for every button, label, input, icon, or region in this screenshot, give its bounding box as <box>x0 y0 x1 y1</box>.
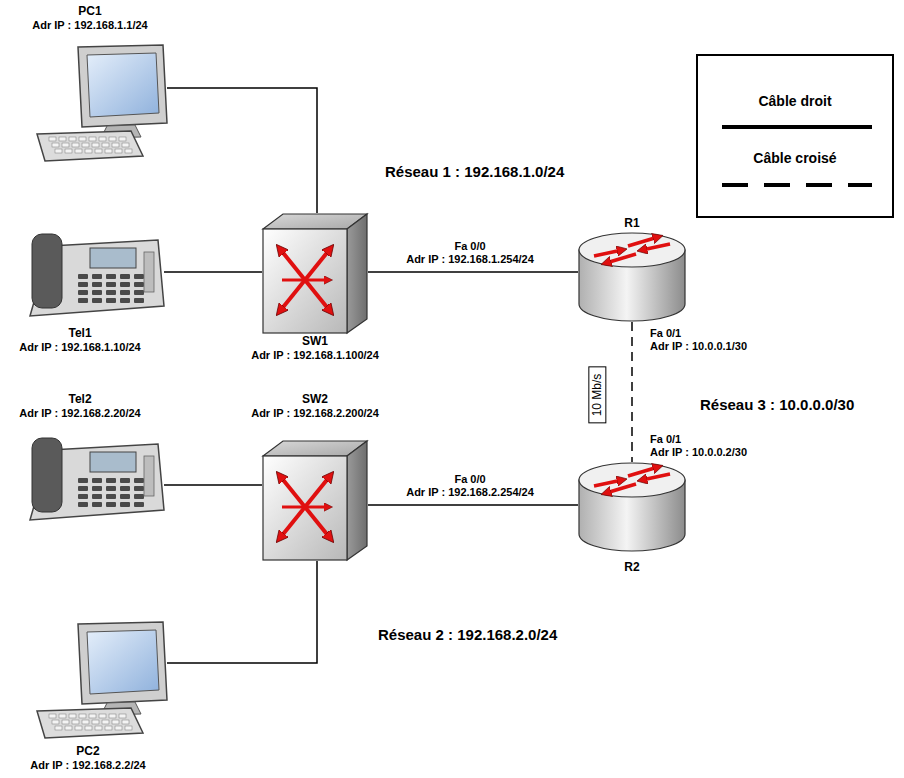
straight-cable <box>167 561 317 663</box>
link-speed-label: 10 Mb/s <box>588 367 606 424</box>
ip-phone-icon <box>28 432 164 522</box>
straight-cable <box>164 271 262 273</box>
device-name: PC1 <box>32 4 147 18</box>
computer-node: PC2Adr IP : 192.168.2.2/24 <box>30 744 145 772</box>
interface-address: Adr IP : 10.0.0.2/30 <box>650 446 747 459</box>
legend-dashed-sample <box>722 183 872 187</box>
legend-frame <box>697 55 893 217</box>
network-label: Réseau 1 : 192.168.1.0/24 <box>385 163 564 180</box>
switch-node: SW2Adr IP : 192.168.2.200/24 <box>251 392 379 420</box>
router-node: R1 <box>624 216 639 230</box>
legend-text: Câble droit <box>758 93 831 109</box>
straight-cable <box>167 88 317 213</box>
router-icon <box>578 462 686 552</box>
computer-node: PC1Adr IP : 192.168.1.1/24 <box>32 4 147 32</box>
device-name: Tel2 <box>19 392 141 406</box>
ip-address: Adr IP : 192.168.2.200/24 <box>251 406 379 420</box>
switch-node: SW1Adr IP : 192.168.1.100/24 <box>251 334 379 362</box>
ip-phone-node: Tel1Adr IP : 192.168.1.10/24 <box>19 326 141 354</box>
interface-name: Fa 0/0 <box>454 473 485 486</box>
crossover-cable <box>631 322 633 462</box>
legend-text: Câble croisé <box>753 150 836 166</box>
legend-solid-sample <box>722 125 872 129</box>
ip-phone-node: Tel2Adr IP : 192.168.2.20/24 <box>19 392 141 420</box>
network-label: Réseau 3 : 10.0.0.0/30 <box>700 396 854 413</box>
ip-address: Adr IP : 192.168.1.10/24 <box>19 340 141 354</box>
ip-address: Adr IP : 192.168.2.20/24 <box>19 406 141 420</box>
switch-icon <box>262 440 368 561</box>
computer-icon <box>35 622 167 739</box>
straight-cable <box>164 484 262 486</box>
interface-name: Fa 0/1 <box>650 327 681 340</box>
ip-address: Adr IP : 192.168.1.100/24 <box>251 348 379 362</box>
router-icon <box>578 232 686 322</box>
interface-address: Adr IP : 192.168.1.254/24 <box>406 253 534 266</box>
router-node: R2 <box>624 560 639 574</box>
network-label: Réseau 2 : 192.168.2.0/24 <box>378 626 557 643</box>
ip-phone-icon <box>28 228 164 318</box>
interface-name: Fa 0/0 <box>454 240 485 253</box>
interface-address: Adr IP : 10.0.0.1/30 <box>650 340 747 353</box>
computer-icon <box>35 45 167 162</box>
device-name: SW2 <box>251 392 379 406</box>
ip-address: Adr IP : 192.168.1.1/24 <box>32 18 147 32</box>
straight-cable <box>368 271 578 273</box>
interface-address: Adr IP : 192.168.2.254/24 <box>406 486 534 499</box>
device-name: R1 <box>624 216 639 230</box>
straight-cable <box>368 504 578 506</box>
device-name: SW1 <box>251 334 379 348</box>
switch-icon <box>262 213 368 334</box>
device-name: R2 <box>624 560 639 574</box>
device-name: PC2 <box>30 744 145 758</box>
ip-address: Adr IP : 192.168.2.2/24 <box>30 758 145 772</box>
device-name: Tel1 <box>19 326 141 340</box>
interface-name: Fa 0/1 <box>650 433 681 446</box>
